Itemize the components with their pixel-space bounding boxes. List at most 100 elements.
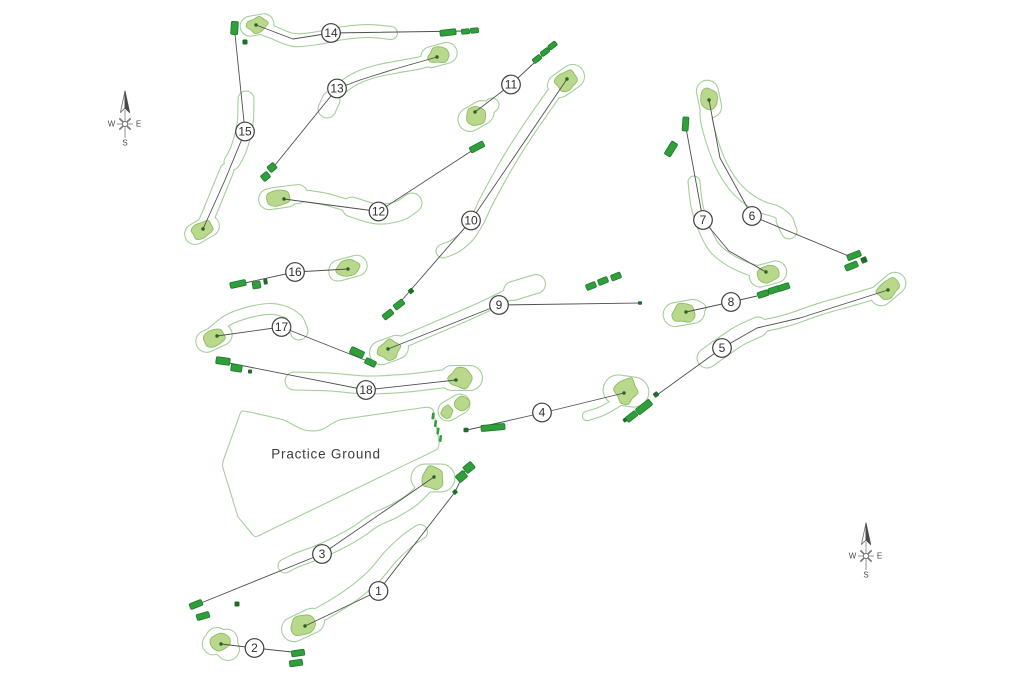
hole-4-number: 4 [539,405,546,419]
fairway-inner [286,313,308,340]
hole-14-pin-dot [254,23,258,27]
tee-boxes [188,20,868,668]
hole-17-tee [349,346,365,359]
compass-label-east: E [136,120,141,129]
hole-12-badge-circle [368,201,389,222]
hole-9-tee [597,276,609,286]
hole-15-badge-circle [235,121,255,142]
hole-2-tee [288,658,304,668]
hole-18-tee [230,363,243,373]
hole-16-badge-circle [285,262,305,282]
practice-ground-label: Practice Ground [271,447,381,462]
hole-14-badge-circle [321,23,341,43]
hole-10-tee [381,308,395,321]
hole-2-green [209,632,231,652]
fairway-inner [752,283,894,333]
practice-putting-green [454,395,471,412]
hole-5-line [656,289,889,396]
compass-label-south: S [122,139,127,148]
hole-11-pin-dot [473,110,477,114]
hole-1-badge: 1 [368,581,389,601]
hole-11-green [466,106,487,126]
hole-3-number: 3 [319,547,326,561]
hole-9-badge: 9 [489,295,509,315]
hole-17-green [202,328,226,348]
compass-ray-icon [867,557,873,563]
hole-1-tee [455,470,468,483]
compass-label-west: W [849,552,857,561]
hole-7-badge-circle [693,210,713,230]
hole-9-tee [610,271,622,282]
hole-6-line [708,99,852,258]
hole-18-number: 18 [359,383,373,397]
hole-9-pin-dot [386,347,390,351]
compass-ray-icon [126,125,132,131]
compass-rose-1: W E S [108,90,141,148]
hole-9-badge-circle [489,295,509,315]
hole-16-pin-dot [346,267,350,271]
hole-16-tee [229,279,247,289]
hole-18-badge-circle [356,380,376,400]
hole-17-badge: 17 [271,317,292,337]
hole-5-badge-circle [712,338,732,358]
hole-6-number: 6 [749,209,756,223]
compass-ray-icon [126,117,132,123]
fairway-inner [248,19,397,47]
fairway-inner [285,369,467,394]
hole-12-pin-dot [282,197,286,201]
hole-3-badge-circle [312,544,332,564]
compass-label-west: W [108,120,116,129]
hole-2-badge: 2 [244,638,265,658]
hole-3-tee [188,599,204,610]
hole-7-badge: 7 [693,210,713,230]
hole-15-number: 15 [238,124,252,138]
hole-18-green [447,366,473,390]
north-needle-left-icon [119,90,126,113]
north-needle-right-icon [865,522,872,545]
putting-greens [190,15,900,652]
hole-16-marker [263,278,268,285]
hole-12-badge: 12 [368,201,389,222]
hole-11-number: 11 [505,77,518,91]
hole-4-badge: 4 [532,402,552,423]
hole-13-number: 13 [330,81,344,95]
hole-8-badge-circle [721,292,741,312]
hole-9-tee [585,281,597,291]
hole-4-badge-circle [532,402,552,423]
compass-label-south: S [863,571,868,580]
hole-13-tee [266,162,278,173]
compass-hub-icon [862,552,870,560]
hole-7-number: 7 [700,213,707,227]
hole-1-badge-circle [368,581,389,601]
hole-14-badge: 14 [321,23,341,43]
hole-10-badge: 10 [461,210,481,231]
hole-18-pin-dot [454,378,458,382]
hole-17-number: 17 [275,320,289,334]
hole-14-tee [469,27,480,34]
hole-15-badge: 15 [235,121,255,142]
hole-13-green [427,46,450,64]
fairway-inner [342,193,422,224]
fairway-inner [318,91,340,118]
hole-15-line [202,33,246,230]
compass-ray-icon [118,117,124,123]
hole-5-pin-dot [886,288,890,292]
hole-6-pin-dot [707,98,711,102]
hole-4-marker [463,427,469,433]
hole-5-number: 5 [719,341,726,355]
hole-18-tee [215,356,231,366]
hole-14-tee [460,28,471,35]
practice-ground-outline [222,406,440,538]
fairway-inner [294,525,427,631]
hole-9-number: 9 [496,298,503,312]
hole-8-number: 8 [728,295,735,309]
hole-5-marker [622,417,628,423]
hole-8-tee [756,289,770,299]
practice-ground: Practice Ground [222,406,443,538]
hole-2-number: 2 [251,641,258,655]
practice-boundary-dash [431,412,435,420]
hole-13-badge-circle [327,78,347,99]
